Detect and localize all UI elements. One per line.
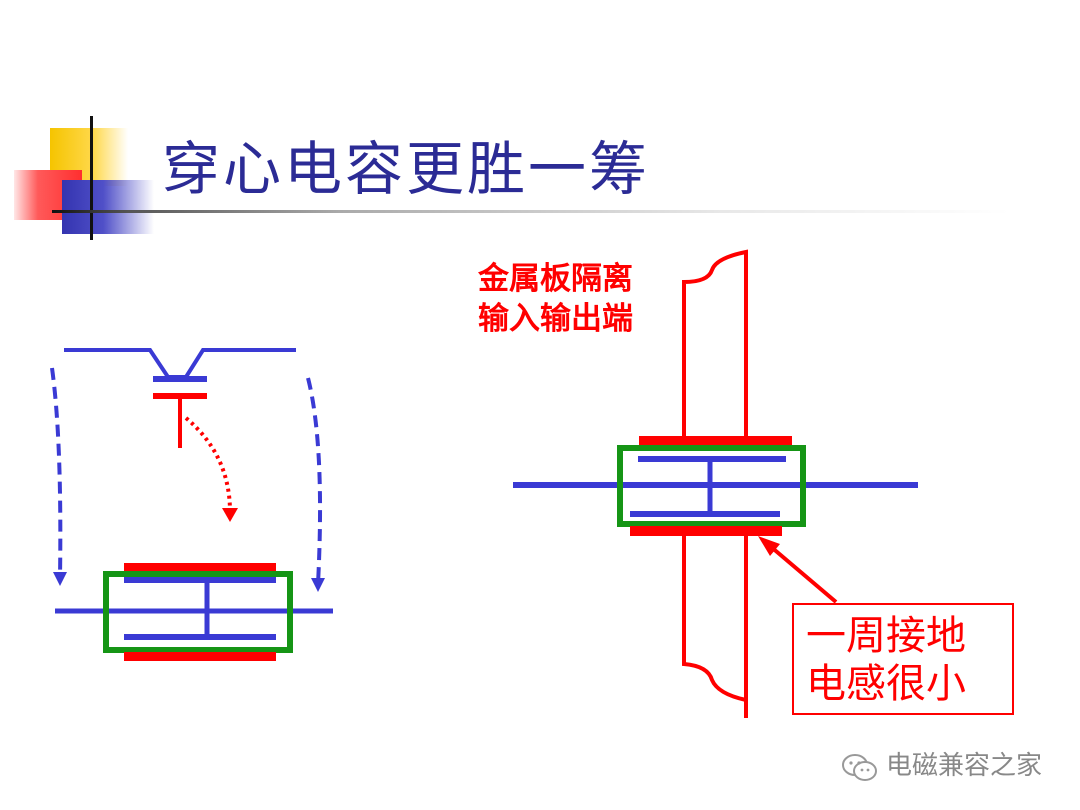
- lower-green-body: [103, 571, 293, 653]
- metal-plate-top: [682, 249, 748, 446]
- conventional-capacitor-group: [50, 348, 333, 661]
- dotted-red-arrowhead: [222, 508, 238, 522]
- metal-plate-label-line2: 输入输出端: [478, 301, 633, 337]
- ground-note-box: 一周接地 电感很小: [792, 603, 1014, 715]
- feedthrough-red-plate-bottom: [630, 526, 782, 536]
- ground-pointer-arrowhead: [758, 536, 780, 556]
- conventional-signal-line: [64, 348, 296, 379]
- feedthrough-capacitor-group: [513, 249, 918, 718]
- lower-red-plate-top: [124, 563, 276, 572]
- decor-blue-square: [62, 180, 154, 234]
- ground-note-line1: 一周接地: [806, 613, 966, 659]
- decor-vertical-line: [90, 116, 93, 240]
- dashed-blue-arrow-left: [50, 367, 63, 579]
- watermark-text: 电磁兼容之家: [886, 751, 1043, 781]
- dashed-blue-arrow-right: [306, 377, 323, 585]
- dashed-blue-arrowhead-right: [311, 578, 325, 592]
- title-underline: [52, 210, 1010, 213]
- lower-red-plate-bottom: [124, 652, 276, 661]
- feedthrough-red-plate-top: [639, 436, 792, 446]
- metal-plate-bottom: [682, 528, 748, 718]
- slide-title: 穿心电容更胜一筹: [162, 135, 651, 203]
- dotted-red-arrow: [184, 416, 232, 513]
- ground-pointer-line: [768, 544, 838, 604]
- wechat-icon: [842, 754, 877, 781]
- feedthrough-green-body: [617, 445, 806, 527]
- ground-note-line2: 电感很小: [806, 661, 966, 707]
- metal-plate-label-line1: 金属板隔离: [478, 261, 633, 297]
- dashed-blue-arrowhead-left: [53, 572, 67, 586]
